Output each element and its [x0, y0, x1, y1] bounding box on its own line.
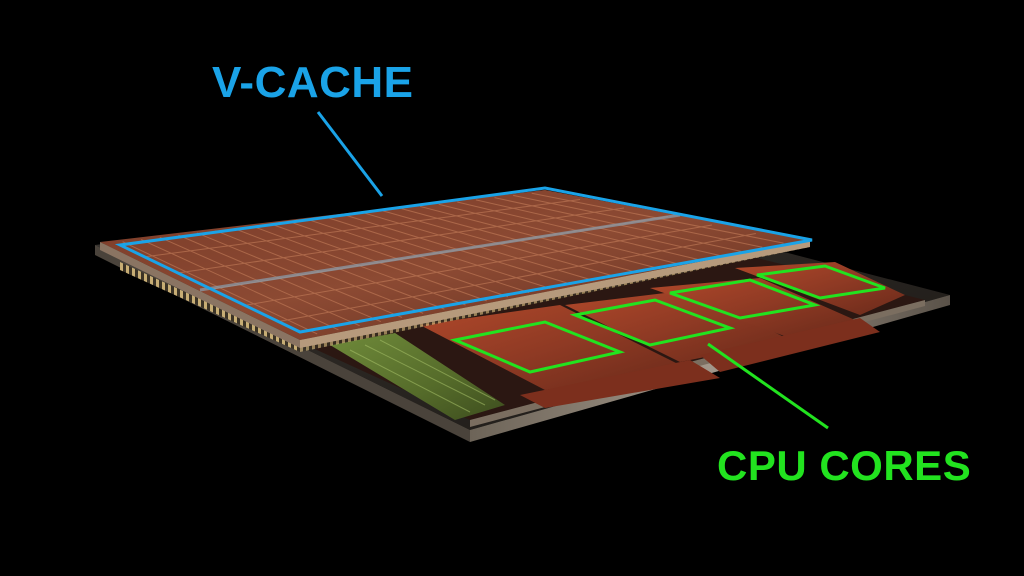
cache-grid-line	[243, 224, 712, 307]
vcache-die	[100, 190, 810, 348]
cache-grid-line	[142, 199, 581, 258]
core-outline-1	[449, 320, 626, 374]
core-region	[420, 262, 905, 408]
vcache-outline	[114, 186, 813, 334]
core-outline-2	[569, 298, 736, 347]
core-outline-4	[756, 264, 886, 300]
cache-grid-line	[276, 233, 756, 323]
cache-grid-line	[175, 207, 625, 274]
io-region	[330, 333, 505, 420]
cores-leader-line	[707, 342, 829, 430]
core-outlines	[449, 264, 886, 374]
cache-seam	[199, 213, 681, 292]
vcache-label: V-CACHE	[212, 58, 414, 107]
cpu-cores-label: CPU CORES	[717, 442, 971, 489]
vcache-leader-line	[316, 111, 384, 197]
core-outline-3	[669, 278, 821, 320]
